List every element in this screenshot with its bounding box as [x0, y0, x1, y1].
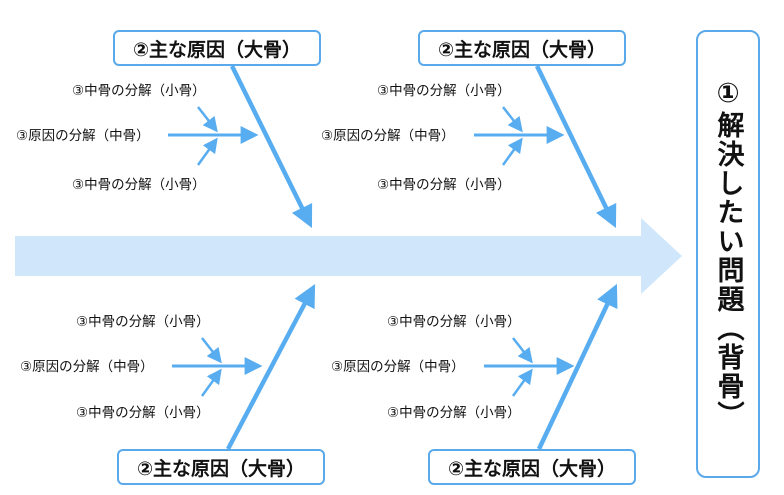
small-bone-label: ③中骨の分解（小骨）	[387, 314, 521, 330]
small-bone-4a	[512, 337, 533, 364]
big-bone-1	[229, 65, 313, 229]
cause-label: ②主な原因（大骨）	[136, 457, 306, 480]
small-bone-label: ③中骨の分解（小骨）	[387, 405, 521, 421]
problem-box: ①解決したい問題（背骨）	[696, 30, 760, 478]
small-bone-label: ③中骨の分解（小骨）	[72, 83, 206, 99]
big-bone-2	[534, 65, 617, 229]
middle-bone-label: ③原因の分解（中骨）	[16, 128, 150, 144]
problem-label: ①解決したい問題（背骨）	[712, 78, 744, 430]
middle-bone-label: ③原因の分解（中骨）	[321, 128, 455, 144]
small-bone-2b	[501, 137, 523, 166]
middle-bone-label: ③原因の分解（中骨）	[20, 359, 154, 375]
small-bone-1b	[196, 137, 218, 166]
cause-box-3: ②主な原因（大骨）	[117, 449, 325, 485]
big-bone-4	[536, 283, 618, 450]
small-bone-2a	[502, 106, 523, 133]
spine-arrow	[15, 218, 682, 294]
middle-bone-label: ③原因の分解（中骨）	[331, 359, 465, 375]
small-bone-label: ③中骨の分解（小骨）	[377, 83, 511, 99]
cause-label: ②主な原因（大骨）	[437, 38, 607, 61]
small-bone-label: ③中骨の分解（小骨）	[72, 177, 206, 193]
small-bone-label: ③中骨の分解（小骨）	[76, 405, 210, 421]
small-bone-label: ③中骨の分解（小骨）	[377, 177, 511, 193]
small-bone-label: ③中骨の分解（小骨）	[76, 314, 210, 330]
cause-box-4: ②主な原因（大骨）	[428, 449, 636, 485]
cause-box-1: ②主な原因（大骨）	[113, 30, 321, 66]
cause-label: ②主な原因（大骨）	[132, 38, 302, 61]
cause-label: ②主な原因（大骨）	[447, 457, 617, 480]
small-bone-3b	[200, 368, 222, 397]
small-bone-1a	[197, 106, 218, 133]
small-bone-4b	[511, 368, 533, 397]
small-bone-3a	[201, 337, 222, 364]
big-bone-3	[226, 284, 316, 451]
cause-box-2: ②主な原因（大骨）	[418, 30, 626, 66]
